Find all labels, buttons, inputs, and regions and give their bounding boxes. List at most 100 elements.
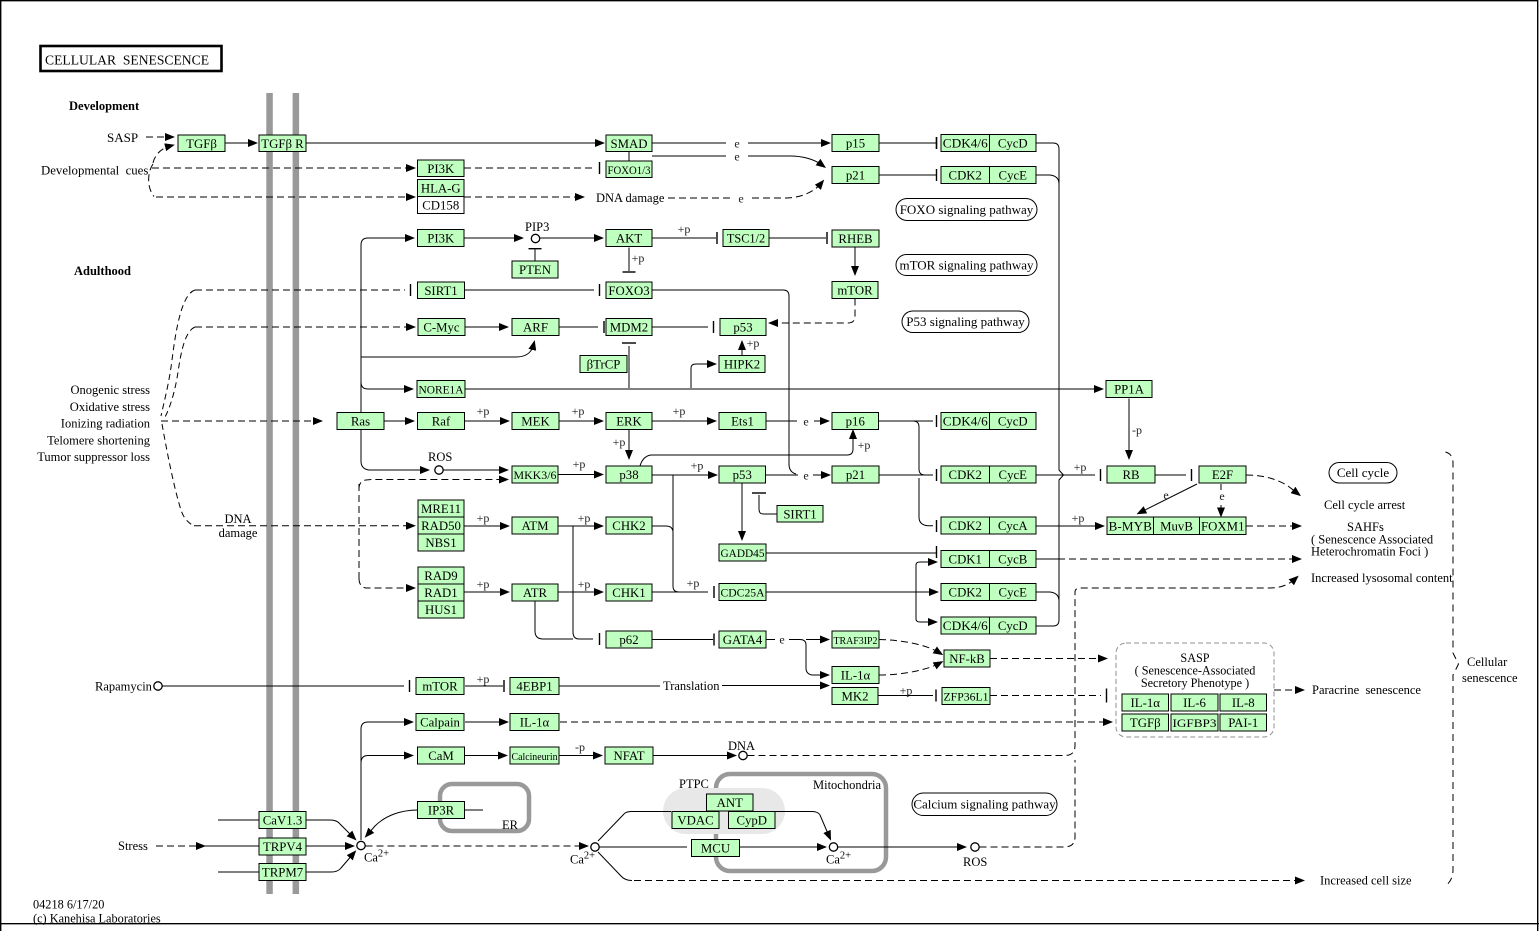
svg-text:Ets1: Ets1 (731, 415, 754, 429)
svg-text:ATR: ATR (523, 586, 548, 600)
svg-text:SASP: SASP (1180, 651, 1209, 665)
svg-text:CaV1.3: CaV1.3 (263, 814, 302, 828)
svg-text:C-Myc: C-Myc (423, 321, 460, 335)
svg-text:+p: +p (613, 435, 626, 449)
svg-text:CycE: CycE (999, 169, 1028, 183)
svg-text:+p: +p (678, 222, 691, 236)
svg-text:mTOR signaling pathway: mTOR signaling pathway (899, 257, 1034, 272)
svg-text:ZFP36L1: ZFP36L1 (944, 690, 989, 704)
svg-text:FOXM1: FOXM1 (1201, 519, 1245, 533)
svg-text:IL-1α: IL-1α (841, 669, 871, 683)
svg-text:mTOR: mTOR (422, 680, 458, 694)
svg-text:IL-1α: IL-1α (1131, 696, 1161, 710)
svg-text:Calpain: Calpain (420, 716, 460, 730)
svg-text:e: e (1163, 488, 1168, 502)
svg-text:DNA: DNA (728, 739, 755, 753)
svg-text:Rapamycin: Rapamycin (95, 680, 153, 694)
svg-text:Increased cell size: Increased cell size (1320, 874, 1412, 888)
svg-text:CycD: CycD (998, 137, 1028, 151)
svg-text:Secretory Phenotype ): Secretory Phenotype ) (1141, 676, 1249, 690)
svg-text:SASP: SASP (107, 130, 138, 145)
svg-text:RB: RB (1122, 468, 1139, 482)
svg-text:CycE: CycE (999, 586, 1028, 600)
svg-text:HUS1: HUS1 (425, 603, 457, 617)
svg-text:IP3R: IP3R (428, 804, 455, 818)
svg-text:+p: +p (573, 457, 586, 471)
svg-text:NORE1A: NORE1A (419, 383, 464, 397)
svg-text:+p: +p (747, 336, 760, 350)
svg-text:NFAT: NFAT (613, 749, 644, 763)
svg-text:CDC25A: CDC25A (721, 586, 765, 600)
svg-text:+p: +p (572, 404, 585, 418)
svg-text:+p: +p (632, 251, 645, 265)
svg-text:Cellular: Cellular (1467, 655, 1508, 669)
svg-text:RAD9: RAD9 (424, 569, 457, 583)
svg-text:TGFβ: TGFβ (1130, 716, 1161, 730)
svg-text:SIRT1: SIRT1 (424, 284, 457, 298)
svg-text:e: e (803, 469, 808, 483)
svg-text:TRAF3IP2: TRAF3IP2 (834, 635, 878, 647)
svg-text:Cell cycle: Cell cycle (1337, 465, 1390, 480)
svg-text:MRE11: MRE11 (421, 502, 461, 516)
svg-text:Tumor suppressor loss: Tumor suppressor loss (37, 450, 150, 464)
svg-text:ROS: ROS (428, 450, 452, 464)
svg-text:4EBP1: 4EBP1 (516, 680, 552, 694)
svg-text:Ionizing radiation: Ionizing radiation (61, 417, 151, 431)
svg-text:CHK1: CHK1 (612, 586, 645, 600)
svg-text:DNA damage: DNA damage (596, 191, 665, 205)
svg-text:+p: +p (477, 404, 490, 418)
svg-text:RAD1: RAD1 (424, 586, 457, 600)
svg-text:+p: +p (578, 511, 591, 525)
svg-text:PAI-1: PAI-1 (1228, 716, 1258, 730)
svg-text:e: e (779, 633, 784, 647)
svg-text:ER: ER (502, 818, 519, 832)
svg-text:Ras: Ras (351, 415, 370, 429)
svg-text:IL-8: IL-8 (1232, 696, 1255, 710)
svg-text:Cell cycle arrest: Cell cycle arrest (1324, 498, 1406, 512)
svg-text:p62: p62 (619, 633, 638, 647)
svg-text:NBS1: NBS1 (425, 536, 456, 550)
svg-text:p21: p21 (846, 169, 865, 183)
svg-text:ATM: ATM (521, 519, 548, 533)
svg-text:IL-6: IL-6 (1183, 696, 1206, 710)
svg-text:+p: +p (477, 511, 490, 525)
svg-text:+p: +p (477, 577, 490, 591)
svg-text:(c) Kanehisa Laboratories: (c) Kanehisa Laboratories (33, 911, 161, 925)
svg-text:IL-1α: IL-1α (520, 716, 550, 730)
svg-text:Onogenic stress: Onogenic stress (71, 383, 151, 397)
svg-text:Telomere shortening: Telomere shortening (47, 434, 151, 448)
svg-text:IGFBP3: IGFBP3 (1173, 716, 1217, 730)
svg-text:+p: +p (687, 576, 700, 590)
svg-text:CycE: CycE (999, 468, 1028, 482)
svg-text:mTOR: mTOR (837, 284, 873, 298)
svg-text:MEK: MEK (521, 415, 550, 429)
svg-text:NF-kB: NF-kB (949, 652, 985, 666)
svg-text:+p: +p (858, 438, 871, 452)
svg-text:Calcineurin: Calcineurin (512, 752, 559, 763)
svg-text:Developmental cues: Developmental cues (41, 164, 148, 178)
svg-text:PTEN: PTEN (519, 263, 551, 277)
svg-text:HIPK2: HIPK2 (724, 358, 760, 372)
svg-text:Mitochondria: Mitochondria (813, 778, 881, 792)
svg-text:Translation: Translation (663, 679, 720, 693)
svg-text:ERK: ERK (616, 415, 642, 429)
svg-text:Adulthood: Adulthood (74, 264, 131, 278)
svg-text:RAD50: RAD50 (421, 519, 461, 533)
svg-text:TGFβ R: TGFβ R (261, 137, 304, 151)
svg-text:CDK2: CDK2 (949, 586, 982, 600)
svg-text:PTPC: PTPC (679, 777, 709, 791)
svg-text:Raf: Raf (432, 415, 451, 429)
svg-text:+p: +p (1072, 511, 1085, 525)
svg-text:p15: p15 (846, 137, 865, 151)
svg-text:MDM2: MDM2 (610, 321, 648, 335)
svg-text:p38: p38 (619, 468, 638, 482)
svg-text:Increased lysosomal content: Increased lysosomal content (1311, 571, 1453, 585)
svg-text:TRPM7: TRPM7 (262, 866, 304, 880)
svg-text:AKT: AKT (616, 232, 642, 246)
svg-text:CycA: CycA (998, 519, 1029, 533)
svg-text:ANT: ANT (717, 796, 743, 810)
svg-text:P53 signaling pathway: P53 signaling pathway (906, 314, 1025, 329)
svg-text:GADD45: GADD45 (721, 546, 765, 560)
svg-text:MCU: MCU (701, 842, 730, 856)
svg-text:( Senescence-Associated: ( Senescence-Associated (1135, 664, 1256, 678)
